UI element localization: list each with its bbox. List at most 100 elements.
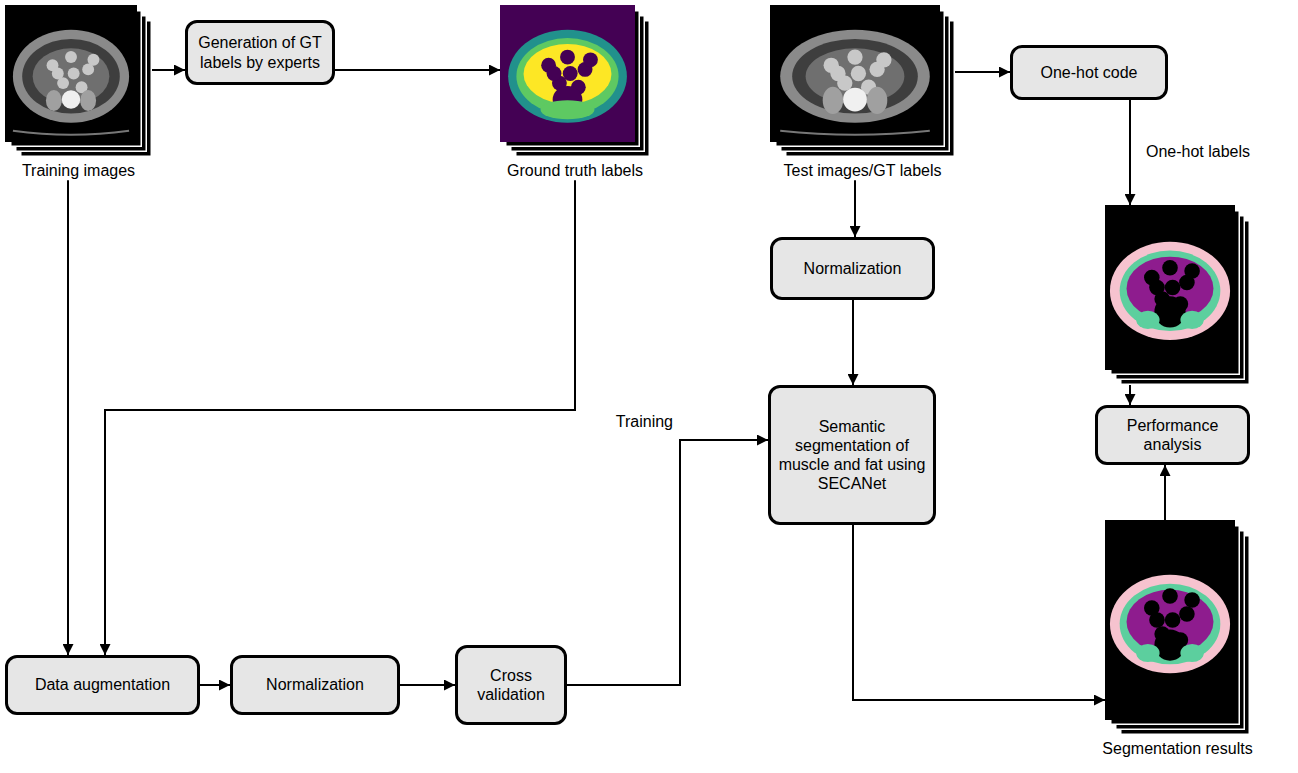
box-label: Semantic segmentation of muscle and fat …	[777, 417, 927, 494]
image-caption: Training images	[22, 161, 135, 180]
ct-organ	[851, 66, 866, 81]
spine-hole	[1154, 296, 1185, 327]
organ-hole	[1165, 280, 1181, 296]
organ-hole	[583, 52, 598, 67]
ct-muscle	[867, 87, 887, 114]
image-caption: Test images/GT labels	[784, 161, 942, 180]
flow-arrow	[1129, 385, 1131, 405]
organ-hole	[1165, 612, 1181, 628]
organ-hole	[563, 66, 578, 81]
organ-hole	[1184, 592, 1200, 608]
image-stack: Training images	[5, 5, 152, 180]
box-label: Generation of GT labels by experts	[194, 33, 326, 71]
image-stack-illustration	[5, 5, 152, 157]
box-label: Normalization	[804, 259, 902, 278]
ct-organ	[88, 54, 100, 66]
image-stack: One-hot labels	[1105, 205, 1250, 385]
image-stack-illustration	[1105, 520, 1250, 735]
process-box: Normalization	[770, 237, 935, 300]
flow-arrow	[852, 300, 854, 385]
process-box: Generation of GT labels by experts	[185, 20, 335, 85]
ct-background	[5, 5, 137, 142]
label-background	[1105, 520, 1235, 720]
ct-organ	[68, 68, 80, 80]
back-muscle	[541, 100, 595, 119]
flow-arrow	[105, 180, 575, 655]
back-muscle	[1180, 644, 1203, 662]
box-label: Cross validation	[464, 666, 558, 704]
front-image	[500, 5, 635, 142]
image-caption: Ground truth labels	[507, 161, 643, 180]
ct-fat	[792, 39, 918, 114]
ct-table	[13, 131, 129, 135]
image-stack: Segmentation results	[1105, 520, 1250, 758]
box-label: Normalization	[266, 675, 364, 694]
ct-table	[780, 131, 930, 135]
muscle	[1120, 251, 1221, 331]
back-muscle	[1136, 644, 1159, 662]
flow-arrow	[400, 684, 455, 686]
organ-hole	[1184, 263, 1200, 279]
back-muscle	[1180, 311, 1203, 329]
organ-hole	[1162, 260, 1178, 276]
ct-muscle	[80, 90, 96, 111]
ct-background	[770, 5, 940, 142]
ct-organ	[52, 68, 64, 80]
process-box: Normalization	[230, 655, 400, 715]
flow-arrow	[152, 69, 185, 71]
back-muscle	[1136, 311, 1159, 329]
process-box: Performance analysis	[1095, 405, 1250, 465]
image-stack: Ground truth labels	[500, 5, 650, 180]
front-image	[1105, 520, 1235, 720]
organ-hole	[547, 66, 562, 81]
ct-fat	[22, 39, 120, 114]
subcutaneous-fat	[1110, 575, 1230, 673]
subcutaneous-fat	[508, 30, 627, 123]
connector-group	[68, 70, 1165, 700]
flow-arrow	[1129, 100, 1131, 205]
flow-arrow	[335, 69, 500, 71]
front-image	[770, 5, 940, 142]
flow-arrow	[67, 180, 69, 655]
ct-organ	[876, 52, 891, 67]
process-box: Semantic segmentation of muscle and fat …	[768, 385, 936, 525]
process-box: One-hot code	[1010, 45, 1168, 100]
box-label: Data augmentation	[35, 675, 170, 694]
ct-organ	[65, 51, 77, 63]
flow-arrow	[854, 180, 856, 237]
subcutaneous-fat	[1110, 242, 1230, 340]
box-label: One-hot code	[1041, 63, 1138, 82]
image-caption: Segmentation results	[1102, 739, 1252, 758]
flow-arrow	[1164, 465, 1166, 520]
box-label: Performance analysis	[1104, 416, 1241, 454]
organ-hole	[560, 50, 575, 65]
spine-hole	[1154, 629, 1185, 660]
process-box: Cross validation	[455, 645, 567, 725]
label-background	[1105, 205, 1235, 370]
flow-arrow	[200, 684, 230, 686]
ct-organ	[847, 49, 862, 64]
organ-hole	[1149, 612, 1165, 628]
image-stack: Test images/GT labels	[770, 5, 955, 180]
image-caption: One-hot labels	[1146, 142, 1250, 161]
image-stack-illustration	[1105, 205, 1250, 385]
ct-body	[780, 30, 930, 123]
organ-hole	[1149, 280, 1165, 296]
process-box: Data augmentation	[5, 655, 200, 715]
muscle	[1120, 584, 1221, 664]
ct-muscle	[46, 90, 62, 111]
flow-arrow	[567, 440, 768, 685]
organ-hole	[1179, 606, 1195, 622]
flow-arrow	[955, 71, 1010, 73]
ct-spine	[62, 90, 80, 108]
front-image	[1105, 205, 1235, 370]
image-stack-illustration	[500, 5, 650, 157]
front-image	[5, 5, 137, 142]
label-background	[500, 5, 635, 142]
image-stack-illustration	[770, 5, 955, 157]
ct-muscle	[823, 87, 843, 114]
flow-arrow	[853, 525, 1105, 700]
organ-hole	[1162, 588, 1178, 604]
ct-spine	[843, 88, 867, 112]
